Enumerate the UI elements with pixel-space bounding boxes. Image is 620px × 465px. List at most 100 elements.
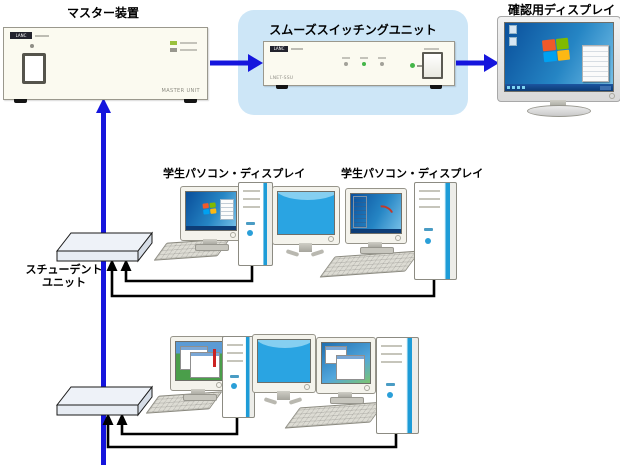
switching-unit-label: スムーズスイッチングユニット: [269, 23, 437, 37]
device-foot: [184, 99, 197, 103]
monitor-stand-foot: [263, 397, 278, 405]
status-led-gray: [170, 48, 197, 52]
monitor-stand-base: [527, 105, 591, 117]
master-unit-text: MASTER UNIT: [161, 88, 200, 94]
uplink-arrowhead-icon: [96, 98, 111, 113]
tower-power-button: [230, 382, 237, 389]
power-button: [22, 53, 46, 84]
drive-slot: [246, 221, 256, 225]
master-unit-device: LANC MASTER UNIT: [3, 27, 208, 103]
device-foot: [276, 85, 288, 89]
drive-slot: [229, 374, 239, 378]
drive-bays: [419, 189, 441, 208]
monitor-stand-neck: [277, 391, 290, 400]
keyboard: [319, 250, 421, 278]
tower-power-button: [247, 229, 254, 236]
blank-blue-screen: [257, 339, 311, 383]
desktop-icon: [509, 25, 517, 34]
monitor-stand-base: [183, 394, 217, 401]
model-number: LNET-SSU: [270, 76, 294, 81]
power-led: [410, 63, 423, 68]
drive-slot: [386, 382, 396, 386]
drive-bays: [243, 189, 261, 208]
cursor-swoosh: [372, 202, 397, 224]
monitor-stand-neck: [299, 243, 312, 252]
brand-logo: LANC: [270, 46, 288, 52]
monitor-stand-base: [195, 244, 229, 251]
display-monitor: [272, 186, 340, 245]
pc-monitor: [170, 336, 228, 391]
confirm-display-monitor: [497, 16, 620, 102]
device-foot: [430, 85, 442, 89]
pc-monitor: [180, 186, 242, 241]
monitor-screen: [350, 193, 402, 234]
device-foot: [14, 99, 27, 103]
desktop-icon: [509, 37, 517, 46]
monitor-stand-foot: [288, 397, 303, 405]
monitor-screen: [321, 342, 371, 384]
context-menu: [582, 45, 609, 82]
taskbar: [186, 226, 236, 230]
pc-tower: [414, 182, 457, 280]
cable-arrowhead-icon: [102, 413, 114, 425]
monitor-screen: [185, 191, 237, 231]
tower-power-button: [425, 237, 432, 244]
brand-subtext: [291, 48, 303, 50]
taskbar: [351, 229, 401, 233]
app-window: [336, 355, 365, 380]
brand-subtext: [35, 35, 49, 37]
status-led: [378, 57, 386, 66]
status-led: [342, 57, 350, 66]
power-label: [424, 48, 439, 50]
monitor-stand-neck: [550, 100, 566, 107]
screen-highlight: [278, 192, 334, 201]
master-device-label: マスター装置: [67, 6, 140, 20]
switching-unit-device: LANC LNET-SSU: [263, 41, 455, 89]
power-button: [422, 52, 443, 79]
pc-tower: [222, 336, 255, 418]
monitor-stand-foot: [310, 249, 325, 257]
keyboard: [284, 401, 386, 429]
context-menu: [220, 199, 234, 220]
drive-slot: [424, 228, 434, 232]
display-monitor: [252, 334, 316, 393]
cable-arrowhead-icon: [116, 413, 128, 425]
drive-bays: [227, 343, 244, 362]
cable-arrowhead-icon: [120, 259, 132, 271]
pc-tower: [376, 337, 419, 434]
monitor-stand-neck: [203, 239, 217, 245]
monitor-stand-base: [330, 397, 364, 404]
cable-pc3-to-unit2: [120, 412, 239, 436]
confirm-screen: [504, 22, 614, 92]
student-unit-1-box: [55, 231, 154, 263]
drive-bays: [381, 344, 403, 363]
scrollbar-accent: [213, 349, 216, 367]
pc-tower: [238, 182, 273, 266]
cable-pc4-to-unit2: [106, 422, 398, 449]
monitor-stand-base: [360, 247, 394, 254]
power-led: [30, 44, 34, 48]
monitor-stand-neck: [368, 242, 382, 248]
tower-power-button: [387, 392, 394, 399]
cable-pc1-to-unit1: [124, 260, 254, 283]
monitor-screen: [175, 341, 223, 381]
monitor-stand-neck: [191, 389, 205, 395]
start-menu: [353, 196, 367, 228]
confirm-display-label: 確認用ディスプレイ: [508, 3, 616, 17]
monitor-stand-neck: [338, 392, 352, 398]
brand-logo: LANC: [10, 32, 32, 39]
screen-highlight: [258, 340, 310, 349]
pc-monitor: [316, 337, 376, 394]
student-unit-label: スチューデント ユニット: [25, 263, 103, 289]
student-unit-2-box: [55, 385, 154, 417]
windows-logo-icon: [202, 202, 217, 215]
pc-monitor: [345, 188, 407, 244]
status-led-green: [360, 57, 368, 66]
status-led-green: [170, 41, 197, 45]
blank-blue-screen: [277, 191, 335, 235]
taskbar: [505, 84, 613, 91]
monitor-stand-foot: [285, 249, 300, 257]
student-pc-label-right: 学生パソコン・ディスプレイ: [341, 167, 484, 180]
windows-logo-icon: [541, 37, 571, 63]
